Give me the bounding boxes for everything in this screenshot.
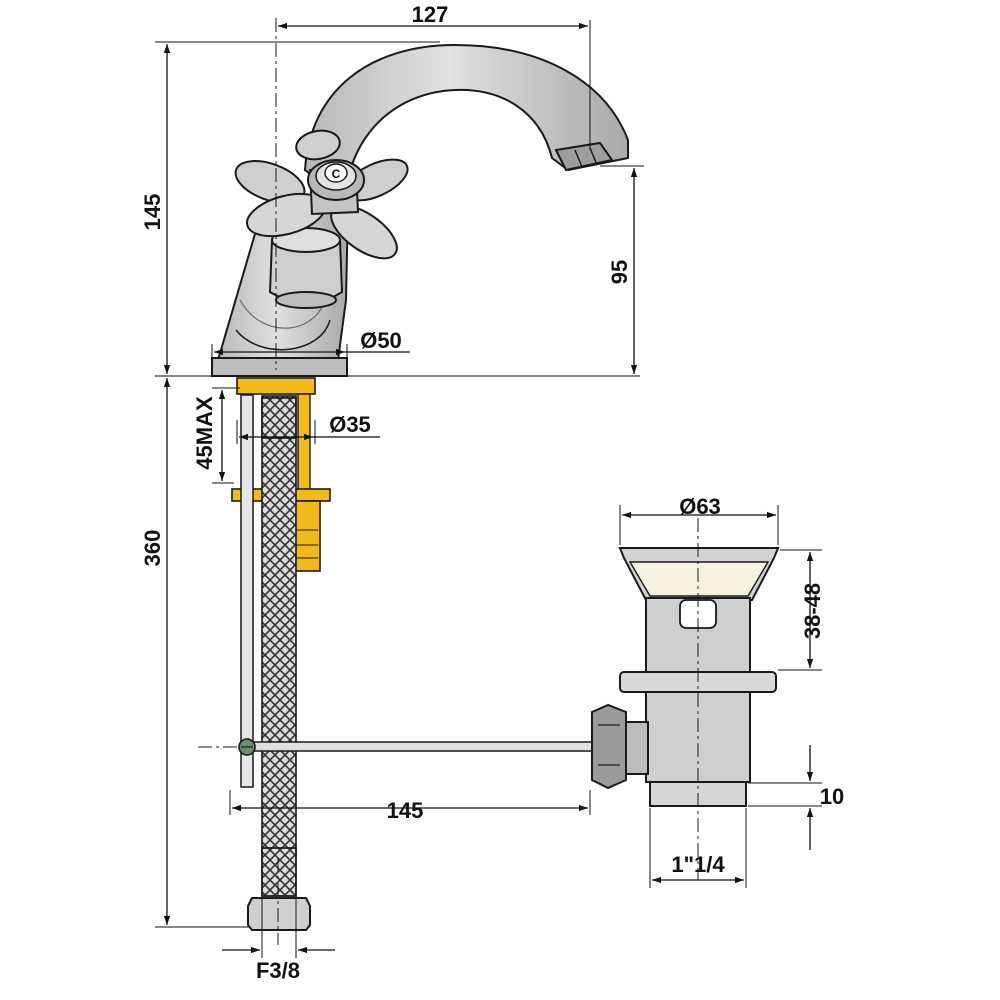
pivot-rod — [249, 741, 596, 752]
faucet-body: C — [211, 43, 629, 377]
dimension-lines — [155, 20, 822, 958]
dim-base-diameter: Ø50 — [360, 328, 402, 353]
waste-flange-inner — [628, 561, 770, 597]
spout-aerator — [554, 141, 614, 172]
dim-rod-length: 145 — [387, 798, 424, 823]
brass-washer-top — [236, 377, 316, 395]
dim-spout-reach: 127 — [412, 2, 449, 27]
dim-hose-connector: F3/8 — [256, 958, 300, 983]
pivot-nut — [591, 703, 627, 790]
dim-waste-thread-length: 10 — [820, 784, 844, 809]
pivot-boss — [623, 721, 649, 775]
dim-max-deck-thickness: 45MAX — [192, 396, 217, 470]
dim-hose-length: 360 — [140, 530, 165, 567]
handle-cap-badge: C — [307, 159, 365, 201]
handle-badge-letter: C — [332, 167, 341, 181]
dim-waste-thread: 1"1/4 — [671, 852, 725, 877]
base-collar — [211, 357, 348, 377]
pop-up-waste — [591, 547, 780, 807]
dim-total-height: 145 — [140, 194, 165, 231]
mounting-shank — [231, 377, 331, 572]
lift-rod — [240, 394, 254, 788]
center-lines — [198, 18, 699, 945]
hose-connector-nut — [247, 897, 311, 931]
spout — [303, 43, 629, 202]
popup-rod — [238, 394, 596, 788]
dimension-labels: 127 145 95 Ø50 Ø35 45MAX 360 145 Ø63 38-… — [140, 2, 844, 983]
hose-ferrule-bottom — [261, 847, 297, 897]
dim-spout-outlet-height: 95 — [607, 260, 632, 284]
brass-threaded-rod — [297, 393, 311, 495]
dim-waste-adjust-range: 38-48 — [800, 583, 825, 639]
hose-braid — [261, 395, 297, 855]
dim-shank-diameter: Ø35 — [329, 412, 371, 437]
cross-handle — [234, 129, 409, 260]
flexible-hose — [247, 395, 311, 931]
dim-waste-flange-diameter: Ø63 — [679, 494, 721, 519]
